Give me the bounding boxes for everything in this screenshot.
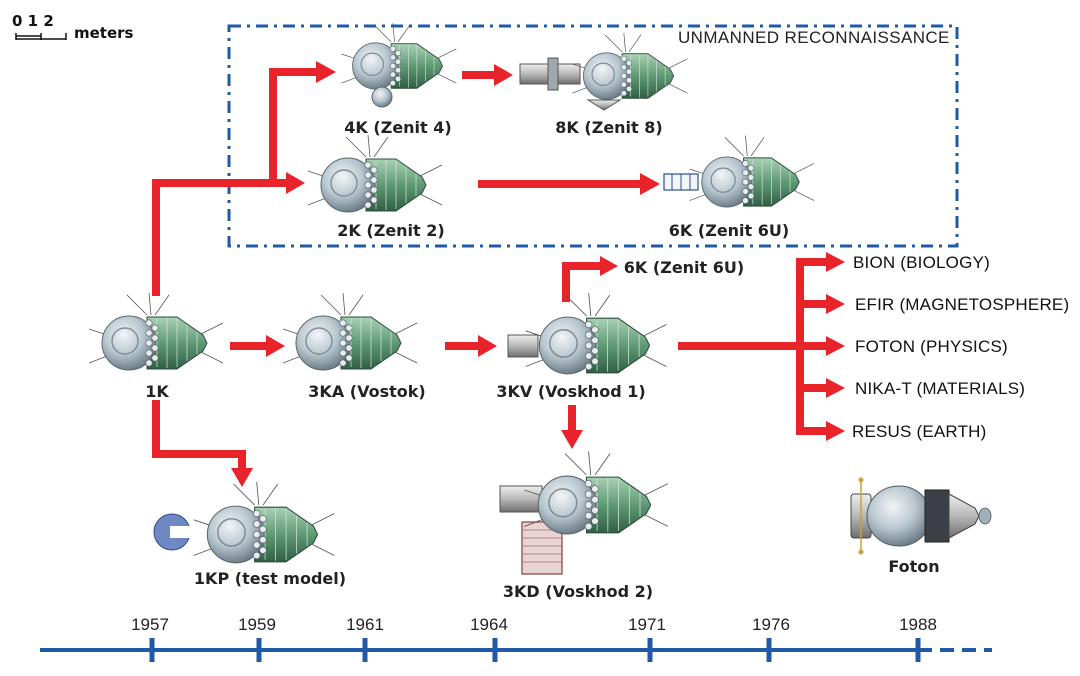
timeline-year-1976: 1976	[752, 615, 790, 634]
label-6k-zenit-6u-branch: 6K (Zenit 6U)	[623, 258, 745, 277]
spacecraft-6k-panel	[663, 173, 699, 191]
arrow-head-efir	[826, 294, 845, 314]
timeline	[40, 638, 992, 662]
spacecraft-3kd-airlock	[499, 485, 563, 575]
branch-nika-t: NIKA-T (MATERIALS)	[855, 379, 1026, 398]
arrow-head-8k	[494, 64, 513, 86]
scale-numbers: 0 1 2	[12, 12, 54, 30]
spacecraft-2k	[307, 135, 443, 213]
label-6k-zenit-6u: 6K (Zenit 6U)	[668, 221, 790, 240]
spacecraft-6k	[689, 135, 815, 208]
label-1kp-test-model: 1KP (test model)	[193, 569, 347, 588]
timeline-year-1957: 1957	[131, 615, 169, 634]
arrow-head-foton-physics	[826, 336, 845, 356]
label-3ka-vostok: 3KA (Vostok)	[308, 382, 426, 401]
arrow-head-bion	[826, 252, 845, 272]
timeline-year-1971: 1971	[628, 615, 666, 634]
label-4k-zenit-4: 4K (Zenit 4)	[344, 118, 452, 137]
timeline-year-1988: 1988	[899, 615, 937, 634]
arrow-head-3ka	[266, 335, 285, 357]
timeline-year-1964: 1964	[470, 615, 508, 634]
spacecraft-8k-body	[571, 33, 689, 100]
scale-unit: meters	[74, 24, 134, 42]
spacecraft-4k-pod	[371, 86, 393, 108]
branch-resus: RESUS (EARTH)	[852, 422, 987, 441]
lineage-arrows	[152, 61, 845, 487]
spacecraft-foton	[850, 476, 992, 556]
arrow-head-4k	[316, 61, 336, 83]
label-3kd-voskhod-2: 3KD (Voskhod 2)	[502, 582, 654, 601]
spacecraft-1k	[88, 293, 224, 371]
arrow-head-6k-b	[600, 256, 618, 276]
reconnaissance-group-label: UNMANNED RECONNAISSANCE	[678, 28, 950, 47]
label-2k-zenit-2: 2K (Zenit 2)	[337, 221, 445, 240]
label-1k: 1K	[145, 382, 169, 401]
label-8k-zenit-8: 8K (Zenit 8)	[555, 118, 663, 137]
timeline-year-1959: 1959	[238, 615, 276, 634]
spacecraft-3kv	[524, 293, 668, 375]
arrow-head-3kd	[561, 430, 583, 449]
timeline-year-1961: 1961	[346, 615, 384, 634]
spacecraft-3ka	[282, 293, 418, 371]
branch-foton-physics: FOTON (PHYSICS)	[855, 337, 1008, 356]
spacecraft-8k	[519, 57, 622, 111]
arrow-head-nika	[826, 378, 845, 398]
branch-bion: BION (BIOLOGY)	[853, 253, 990, 272]
label-3kv-voskhod-1: 3KV (Voskhod 1)	[496, 382, 646, 401]
spacecraft-4k	[340, 23, 457, 90]
arrow-head-resus	[826, 421, 845, 441]
spacecraft-3kd	[523, 450, 669, 535]
reconnaissance-group-box	[227, 24, 959, 248]
arrow-head-1kp	[231, 468, 253, 487]
branch-efir: EFIR (MAGNETOSPHERE)	[855, 295, 1070, 314]
arrow-head-2k	[286, 172, 305, 194]
spacecraft-1kp-disc	[153, 513, 196, 551]
scale-bar	[15, 33, 67, 40]
label-foton: Foton	[888, 557, 940, 576]
arrow-head-6k	[640, 173, 660, 195]
spacecraft-1kp	[192, 482, 336, 564]
arrow-head-3kv	[478, 335, 497, 357]
